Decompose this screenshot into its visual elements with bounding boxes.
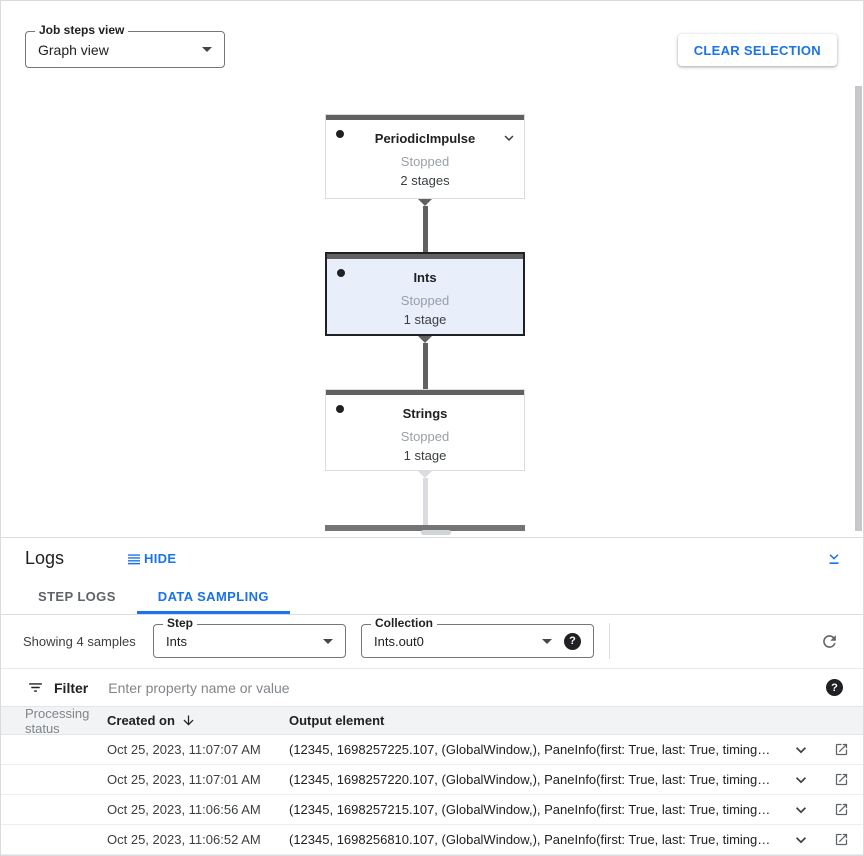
sample-row[interactable]: Oct 25, 2023, 11:06:52 AM (12345, 169825… bbox=[1, 825, 863, 855]
expand-row-icon[interactable] bbox=[791, 740, 811, 760]
graph-node-strings[interactable]: Strings Stopped 1 stage bbox=[325, 389, 525, 471]
edge-line bbox=[422, 206, 428, 252]
node-title: Strings bbox=[402, 406, 448, 421]
node-stage-count: 1 stage bbox=[403, 312, 447, 327]
logs-panel: Logs HIDE STEP LOGS DATA SAMPLING Showin… bbox=[1, 537, 863, 855]
node-title: PeriodicImpulse bbox=[374, 131, 476, 146]
filter-input[interactable] bbox=[108, 679, 826, 696]
graph-horizontal-scrollbar[interactable] bbox=[421, 530, 451, 535]
node-stage-count: 2 stages bbox=[400, 173, 450, 188]
sampling-toolbar: Showing 4 samples Step Ints Collection I… bbox=[1, 615, 863, 669]
collection-select-label: Collection bbox=[371, 616, 438, 631]
collapse-panel-icon[interactable] bbox=[825, 550, 843, 568]
filter-bar: Filter ? bbox=[1, 669, 863, 707]
graph-node-periodicimpulse[interactable]: PeriodicImpulse Stopped 2 stages bbox=[325, 114, 525, 199]
created-on-cell: Oct 25, 2023, 11:06:56 AM bbox=[107, 802, 261, 818]
node-top-bar bbox=[326, 390, 524, 395]
clear-selection-button[interactable]: CLEAR SELECTION bbox=[677, 34, 837, 66]
tab-step-logs[interactable]: STEP LOGS bbox=[38, 588, 116, 604]
edge-arrowhead-icon bbox=[418, 471, 432, 478]
job-steps-view-value: Graph view bbox=[38, 41, 109, 58]
node-title: Ints bbox=[413, 270, 437, 285]
open-in-new-icon[interactable] bbox=[834, 832, 849, 847]
collection-help-icon[interactable]: ? bbox=[564, 632, 581, 650]
logs-header: Logs HIDE bbox=[1, 538, 863, 580]
sample-count-text: Showing 4 samples bbox=[23, 633, 136, 649]
transform-ring-icon bbox=[337, 269, 345, 277]
transform-ring-icon bbox=[336, 130, 344, 138]
graph-edge-ints-strings bbox=[325, 336, 525, 389]
node-status: Stopped bbox=[400, 429, 450, 444]
job-steps-view-select[interactable]: Job steps view Graph view bbox=[25, 23, 225, 68]
collection-select[interactable]: Collection Ints.out0 ? bbox=[361, 616, 594, 659]
output-element-cell: (12345, 1698257220.107, (GlobalWindow,),… bbox=[289, 772, 771, 788]
sample-row[interactable]: Oct 25, 2023, 11:07:01 AM (12345, 169825… bbox=[1, 765, 863, 796]
transform-ring-icon bbox=[336, 405, 344, 413]
dropdown-arrow-icon bbox=[542, 638, 552, 644]
samples-table-header: Processing status Created on Output elem… bbox=[1, 705, 863, 736]
tab-data-sampling[interactable]: DATA SAMPLING bbox=[137, 580, 290, 614]
expand-node-icon[interactable] bbox=[500, 129, 518, 152]
column-header-created-on[interactable]: Created on bbox=[107, 713, 289, 728]
hide-logs-label: HIDE bbox=[144, 551, 177, 567]
graph-node-ints[interactable]: Ints Stopped 1 stage bbox=[325, 252, 525, 336]
dropdown-arrow-icon bbox=[323, 638, 333, 644]
refresh-samples-icon[interactable] bbox=[820, 632, 839, 651]
logs-panel-title: Logs bbox=[25, 548, 65, 569]
open-in-new-icon[interactable] bbox=[834, 742, 849, 757]
step-select-value: Ints bbox=[166, 633, 187, 649]
step-select[interactable]: Step Ints bbox=[153, 616, 346, 659]
partial-node-top-bar bbox=[325, 525, 525, 531]
open-in-new-icon[interactable] bbox=[834, 772, 849, 787]
edge-line bbox=[422, 343, 428, 389]
open-in-new-icon[interactable] bbox=[834, 802, 849, 817]
created-on-cell: Oct 25, 2023, 11:06:52 AM bbox=[107, 832, 261, 848]
toolbar-divider bbox=[609, 623, 610, 660]
menu-lines-icon bbox=[126, 551, 142, 567]
expand-row-icon[interactable] bbox=[791, 770, 811, 790]
edge-arrowhead-icon bbox=[418, 336, 432, 343]
job-graph-area: Job steps view Graph view CLEAR SELECTIO… bbox=[1, 1, 863, 537]
hide-logs-button[interactable]: HIDE bbox=[126, 551, 176, 567]
node-stage-count: 1 stage bbox=[403, 448, 447, 463]
filter-help-icon[interactable]: ? bbox=[826, 679, 843, 697]
created-on-cell: Oct 25, 2023, 11:07:01 AM bbox=[107, 772, 261, 788]
sample-row[interactable]: Oct 25, 2023, 11:06:56 AM (12345, 169825… bbox=[1, 795, 863, 826]
filter-label: Filter bbox=[54, 679, 89, 696]
sort-descending-icon bbox=[181, 713, 196, 728]
output-element-cell: (12345, 1698256810.107, (GlobalWindow,),… bbox=[289, 832, 771, 848]
graph-edge-periodicimpulse-ints bbox=[325, 199, 525, 252]
node-status: Stopped bbox=[400, 293, 450, 308]
job-steps-view-label: Job steps view bbox=[35, 23, 129, 37]
sample-row[interactable]: Oct 25, 2023, 11:07:07 AM (12345, 169825… bbox=[1, 735, 863, 766]
node-top-bar bbox=[326, 115, 524, 120]
output-element-cell: (12345, 1698257215.107, (GlobalWindow,),… bbox=[289, 802, 771, 818]
logs-tabs: STEP LOGS DATA SAMPLING bbox=[1, 580, 863, 615]
column-header-output-element: Output element bbox=[289, 713, 385, 729]
edge-line bbox=[422, 478, 428, 525]
filter-icon bbox=[27, 679, 44, 696]
expand-row-icon[interactable] bbox=[791, 800, 811, 820]
edge-arrowhead-icon bbox=[418, 199, 432, 206]
created-on-label: Created on bbox=[107, 713, 175, 729]
node-status: Stopped bbox=[400, 154, 450, 169]
graph-vertical-scrollbar[interactable] bbox=[855, 86, 862, 531]
graph-edge-strings-next bbox=[325, 471, 525, 525]
column-header-processing-status: Processing status bbox=[25, 705, 90, 736]
dropdown-arrow-icon bbox=[202, 47, 212, 52]
node-top-bar bbox=[327, 254, 523, 259]
created-on-cell: Oct 25, 2023, 11:07:07 AM bbox=[107, 742, 261, 758]
step-select-label: Step bbox=[163, 616, 198, 631]
output-element-cell: (12345, 1698257225.107, (GlobalWindow,),… bbox=[289, 742, 771, 758]
collection-select-value: Ints.out0 bbox=[374, 633, 424, 649]
expand-row-icon[interactable] bbox=[791, 830, 811, 850]
